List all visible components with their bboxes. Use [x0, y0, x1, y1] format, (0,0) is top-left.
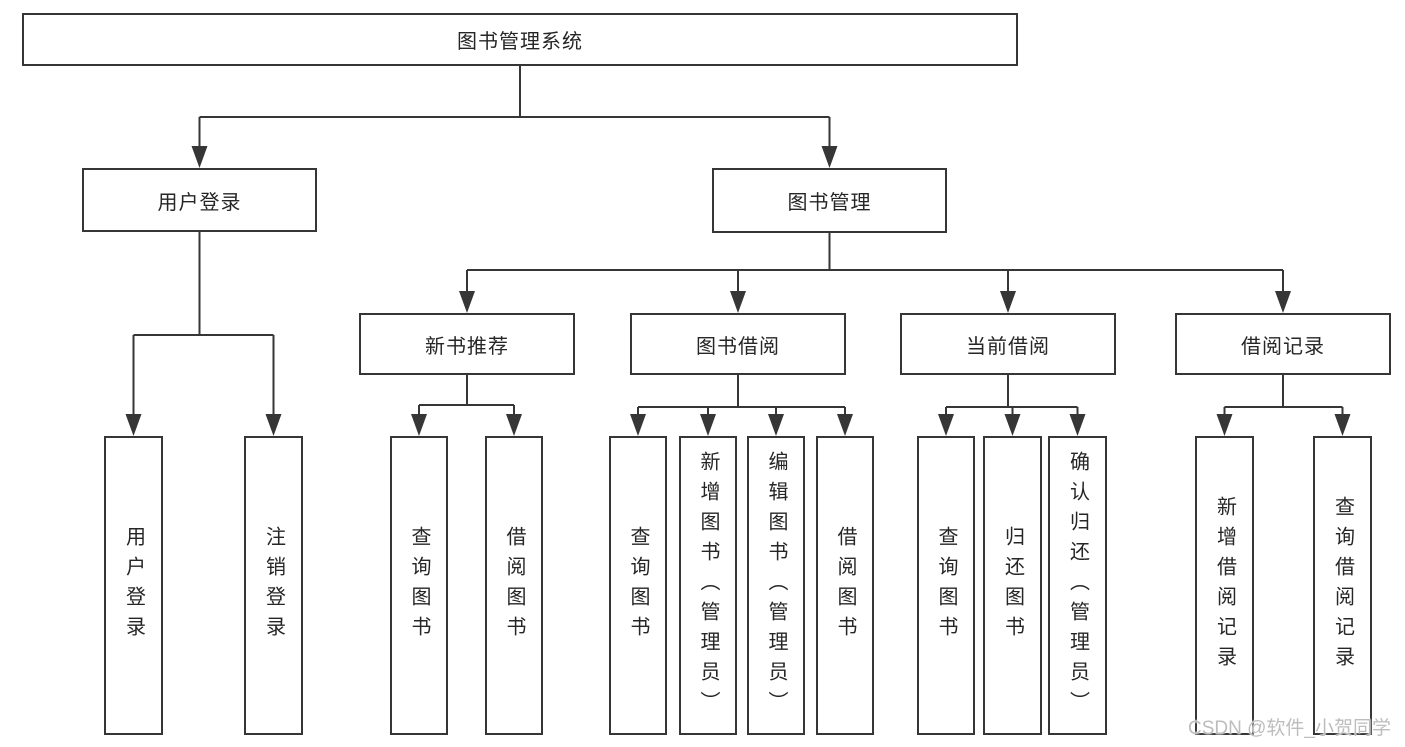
node-label: 编辑图书（管理员）: [765, 450, 787, 721]
leaf-add-borrow-record: 新增借阅记录: [1195, 436, 1254, 735]
node-label: 新书推荐: [425, 335, 509, 358]
leaf-borrow-books-borrowing: 借阅图书: [816, 436, 874, 735]
node-book-borrowing: 图书借阅: [630, 313, 846, 375]
leaf-edit-books-admin: 编辑图书（管理员）: [747, 436, 805, 735]
node-label: 借阅图书: [834, 525, 856, 646]
node-label: 图书管理系统: [457, 31, 583, 53]
leaf-add-books-admin: 新增图书（管理员）: [679, 436, 737, 735]
node-label: 新增图书（管理员）: [697, 450, 719, 721]
node-label: 用户登录: [122, 525, 145, 646]
node-label: 新增借阅记录: [1213, 495, 1236, 676]
node-label: 查询图书: [935, 525, 957, 646]
leaf-query-books-recommend: 查询图书: [390, 436, 448, 735]
node-label: 当前借阅: [966, 335, 1050, 358]
node-library-management-system: 图书管理系统: [22, 13, 1018, 66]
node-borrowing-records: 借阅记录: [1175, 313, 1391, 375]
node-label: 图书管理: [787, 192, 872, 214]
node-label: 归还图书: [1001, 525, 1024, 646]
node-label: 查询图书: [627, 525, 649, 646]
node-label: 查询图书: [408, 525, 430, 646]
node-label: 用户登录: [157, 191, 242, 214]
leaf-logout: 注销登录: [244, 436, 303, 735]
node-user-login: 用户登录: [82, 168, 317, 232]
leaf-query-books-borrowing: 查询图书: [609, 436, 667, 735]
leaf-confirm-return-admin: 确认归还（管理员）: [1048, 436, 1107, 735]
node-book-management: 图书管理: [712, 168, 947, 233]
leaf-user-login: 用户登录: [104, 436, 163, 735]
arrowheads: [125, 146, 1351, 436]
leaf-return-books: 归还图书: [983, 436, 1042, 735]
leaf-borrow-books-recommend: 借阅图书: [485, 436, 543, 735]
leaf-query-books-current: 查询图书: [917, 436, 975, 735]
node-current-borrowing: 当前借阅: [900, 313, 1116, 375]
node-label: 借阅图书: [503, 525, 525, 646]
node-label: 确认归还（管理员）: [1066, 450, 1089, 721]
node-new-book-recommendation: 新书推荐: [359, 313, 575, 375]
node-label: 注销登录: [262, 525, 285, 646]
node-label: 图书借阅: [696, 335, 780, 358]
node-label: 查询借阅记录: [1331, 495, 1354, 676]
node-label: 借阅记录: [1241, 335, 1325, 358]
leaf-query-borrow-record: 查询借阅记录: [1313, 436, 1372, 735]
